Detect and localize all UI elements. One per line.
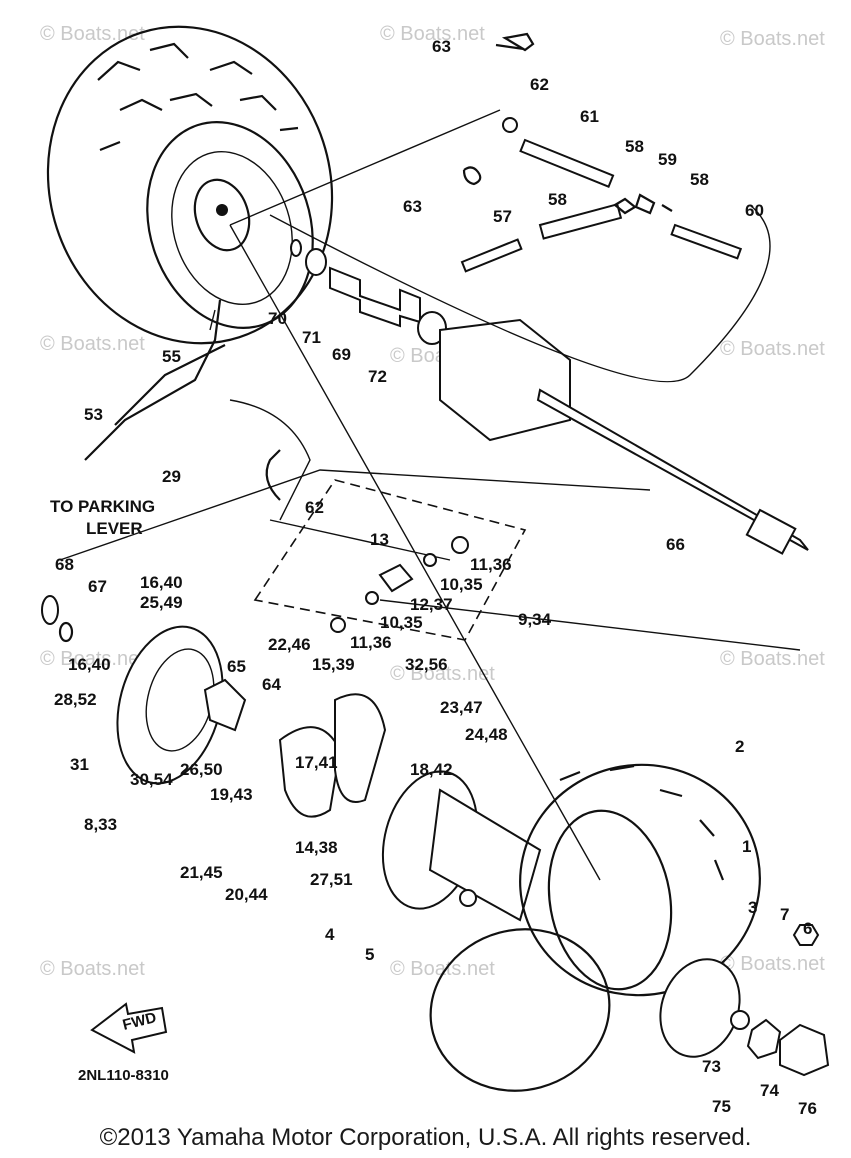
watermark: © Boats.net [720, 953, 825, 975]
brake-caliper-group [253, 479, 527, 641]
upper-wheel-assembly [46, 25, 334, 345]
watermark: © Boats.net [720, 28, 825, 50]
callout: 74 [760, 1081, 779, 1100]
callout: 6 [803, 919, 812, 938]
callout: 59 [658, 150, 677, 169]
watermark: © Boats.net [40, 958, 145, 980]
watermark: © Boats.net [390, 958, 495, 980]
callout: 75 [712, 1097, 731, 1116]
callout: 63 [432, 37, 451, 56]
callout: 5 [365, 945, 374, 964]
callout: 20,44 [225, 885, 268, 904]
callout: 70 [268, 309, 287, 328]
callout: 64 [262, 675, 281, 694]
callout: 12,37 [410, 595, 453, 614]
copyright-notice: ©2013 Yamaha Motor Corporation, U.S.A. A… [99, 1124, 752, 1151]
note-line-1: TO PARKING [50, 497, 155, 516]
callout: 57 [493, 207, 512, 226]
exploded-parts-diagram: © Boats.net © Boats.net © Boats.net © Bo… [40, 23, 830, 1118]
callout: 16,40 [68, 655, 111, 674]
note-line-2: LEVER [86, 519, 143, 538]
callout: 22,46 [268, 635, 311, 654]
callout: 63 [403, 197, 422, 216]
forward-arrow-icon: FWD [90, 1002, 168, 1054]
callout: 62 [530, 75, 549, 94]
callout: 23,47 [440, 698, 483, 717]
callout: 32,56 [405, 655, 448, 674]
brake-backing-plate [41, 595, 387, 818]
callout: 13 [370, 530, 389, 549]
callout: 69 [332, 345, 351, 364]
upper-hardware [460, 32, 743, 273]
watermark: © Boats.net [390, 663, 495, 685]
callout: 18,42 [410, 760, 453, 779]
callout: 2 [735, 737, 744, 756]
callout: 4 [325, 925, 335, 944]
watermark: © Boats.net [380, 23, 485, 45]
callout: 10,35 [440, 575, 483, 594]
callout: 19,43 [210, 785, 253, 804]
callout: 68 [55, 555, 74, 574]
callout: 55 [162, 347, 181, 366]
callout: 62 [305, 498, 324, 517]
callout: 76 [798, 1099, 817, 1118]
callout: 15,39 [312, 655, 355, 674]
callout: 58 [625, 137, 644, 156]
brake-cables [84, 299, 311, 521]
watermark: © Boats.net [720, 338, 825, 360]
callout: 7 [780, 905, 789, 924]
callout: 25,49 [140, 593, 183, 612]
callout: 3 [748, 898, 757, 917]
watermark: © Boats.net [40, 648, 145, 670]
callout: 71 [302, 328, 321, 347]
callout-numbers: 63 62 61 58 59 58 58 63 57 60 70 71 69 7… [54, 37, 817, 1118]
callout: 24,48 [465, 725, 508, 744]
watermark: © Boats.net [720, 648, 825, 670]
callout: 65 [227, 657, 246, 676]
drawing-code: 2NL110-8310 [78, 1067, 169, 1084]
lower-wheel-assembly [381, 763, 830, 1092]
callout: 72 [368, 367, 387, 386]
callout: 1 [742, 837, 751, 856]
callout: 67 [88, 577, 107, 596]
callout: 29 [162, 467, 181, 486]
callout: 21,45 [180, 863, 223, 882]
callout: 10,35 [380, 613, 423, 632]
callout: 31 [70, 755, 89, 774]
callout: 61 [580, 107, 599, 126]
callout: 60 [745, 201, 764, 220]
axle-shaft-assembly [290, 239, 809, 555]
callout: 11,36 [350, 633, 392, 652]
callout: 17,41 [295, 753, 338, 772]
callout: 9,34 [518, 610, 552, 629]
callout: 26,50 [180, 760, 223, 779]
callout: 58 [548, 190, 567, 209]
callout: 30,54 [130, 770, 173, 789]
callout: 28,52 [54, 690, 97, 709]
leader-lines [59, 109, 801, 881]
callout: 58 [690, 170, 709, 189]
watermark: © Boats.net [40, 333, 145, 355]
callout: 66 [666, 535, 685, 554]
callout: 73 [702, 1057, 721, 1076]
callout: 8,33 [84, 815, 117, 834]
callout: 14,38 [295, 838, 338, 857]
watermark: © Boats.net [40, 23, 145, 45]
parking-lever-note: TO PARKING LEVER [50, 497, 155, 538]
callout: 27,51 [310, 870, 353, 889]
callout: 53 [84, 405, 103, 424]
callout: 11,36 [470, 555, 512, 574]
callout: 16,40 [140, 573, 183, 592]
watermarks: © Boats.net © Boats.net © Boats.net © Bo… [40, 23, 825, 980]
